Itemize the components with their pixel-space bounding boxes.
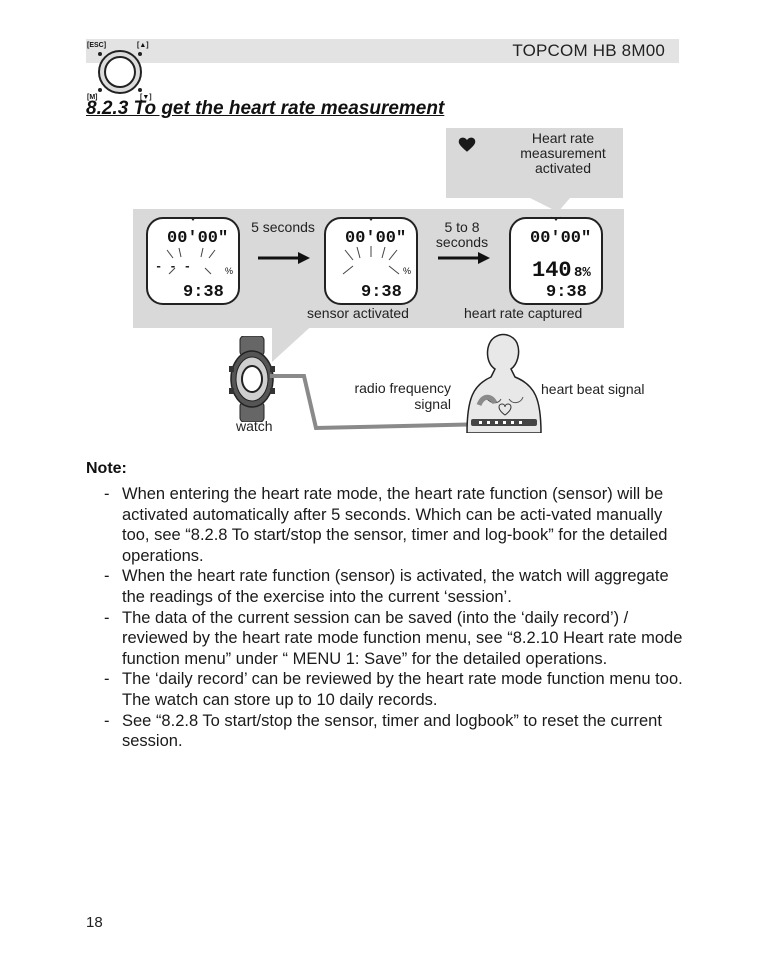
lcd-3-heart-rate-suffix: 8%	[574, 265, 591, 281]
lcd-3-clock: 9:38	[546, 283, 587, 302]
lcd-1-heart-rate: - - -	[155, 260, 191, 274]
lcd-2-timer: 00'00"	[345, 229, 406, 248]
lcd-1-clock: 9:38	[183, 283, 224, 302]
down-button-label: [▼]	[140, 94, 152, 101]
header-bar: TOPCOM HB 8M00	[86, 39, 679, 63]
note-item: -The ‘daily record’ can be reviewed by t…	[104, 670, 683, 709]
lcd-1-timer: 00'00"	[167, 229, 228, 248]
note-heading: Note:	[86, 460, 127, 477]
model-name: TOPCOM HB 8M00	[512, 41, 665, 60]
arrow-1	[258, 252, 310, 264]
note-item: -When the heart rate function (sensor) i…	[104, 567, 669, 606]
watch-buttons-diagram: [ESC] [▲] [M] [▼]	[87, 42, 152, 101]
arrow-2-label: 5 to 8 seconds	[435, 219, 489, 250]
note-item: -The data of the current session can be …	[104, 608, 683, 668]
lcd-display-2: 00'00" % 9:38	[324, 217, 418, 305]
lcd-3-timer: 00'00"	[530, 229, 591, 248]
callout-tail	[530, 198, 570, 212]
note-item: -See “8.2.8 To start/stop the sensor, ti…	[104, 711, 662, 751]
callout-text: Heart rate measurement activated	[520, 130, 606, 176]
lcd-display-1: 00'00" - - - % 9:38	[146, 217, 240, 305]
mode-button-label: [M]	[87, 94, 98, 101]
caption-watch: watch	[236, 418, 273, 434]
heart-rate-callout: Heart rate measurement activated	[446, 128, 623, 198]
caption-heart-rate-captured: heart rate captured	[464, 305, 583, 321]
section-title: 8.2.3 To get the heart rate measurement	[86, 98, 445, 119]
note-item: -When entering the heart rate mode, the …	[104, 485, 668, 565]
lcd-2-clock: 9:38	[361, 283, 402, 302]
lcd-sequence-panel: 00'00" - - - % 9:38 5 seconds 00'00" % 9…	[133, 209, 624, 328]
arrow-1-label: 5 seconds	[251, 219, 315, 235]
heart-icon	[458, 137, 476, 152]
page-number: 18	[86, 914, 103, 931]
esc-button-label: [ESC]	[87, 42, 106, 49]
caption-sensor-activated: sensor activated	[307, 305, 409, 321]
person-with-chest-strap	[466, 333, 542, 433]
arrow-2	[438, 252, 490, 264]
watch-face	[104, 56, 136, 88]
pointer-wedge	[272, 320, 318, 362]
up-button-label: [▲]	[137, 42, 149, 49]
lcd-2-unit: %	[403, 266, 411, 276]
rf-signal-line	[270, 374, 491, 431]
watch-icon	[229, 336, 275, 422]
lcd-display-3: 00'00" 140 8% 9:38	[509, 216, 603, 305]
lcd-3-heart-rate: 140	[532, 258, 572, 283]
note-list: -When entering the heart rate mode, the …	[104, 484, 684, 752]
caption-heart-beat-signal: heart beat signal	[541, 381, 645, 397]
lcd-1-unit: %	[225, 266, 233, 276]
caption-rf-signal: radio frequency signal	[354, 380, 451, 412]
